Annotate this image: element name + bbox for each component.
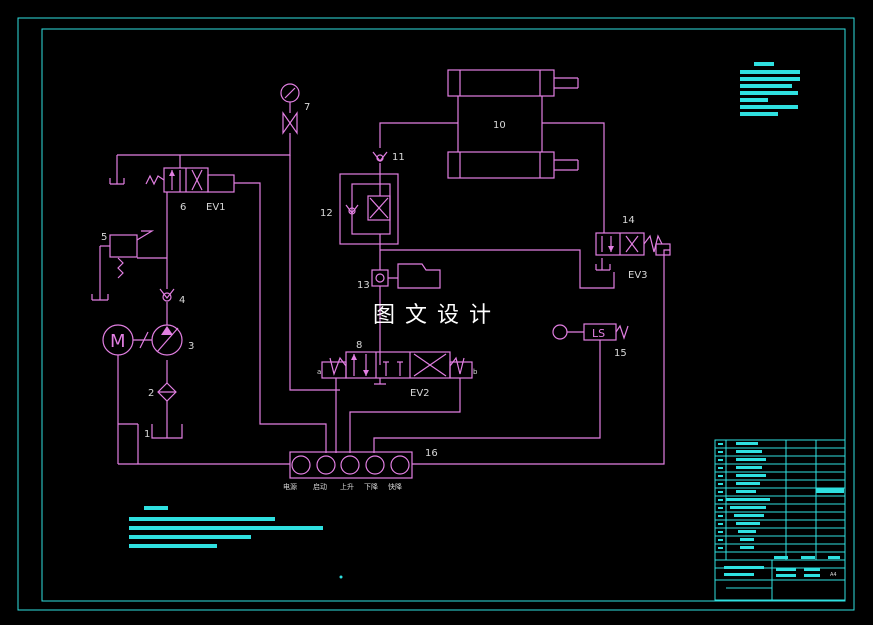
label-6: 6 <box>180 202 186 213</box>
label-ev2: EV2 <box>410 388 430 399</box>
label-7: 7 <box>304 102 310 113</box>
check-valve-12 <box>372 151 388 162</box>
center-mark <box>339 575 343 579</box>
limit-switch-label: LS <box>592 327 605 340</box>
limit-roller <box>552 324 568 340</box>
port-a: a <box>317 368 321 376</box>
button-label-raise: 上升 <box>340 482 354 491</box>
label-10: 13 <box>357 280 370 291</box>
sheet-size-label: A4 <box>830 572 837 578</box>
label-1: 1 <box>144 429 150 440</box>
watermark-text: 图文设计 <box>373 303 501 328</box>
controller-16 <box>289 451 413 479</box>
label-3: 3 <box>188 341 194 352</box>
wire-ev3 <box>412 249 670 465</box>
label-15: 15 <box>614 348 627 359</box>
valve-10 <box>371 269 389 287</box>
label-13: 10 <box>493 120 506 131</box>
button-label-fast-lower: 快降 <box>388 482 402 491</box>
button-label-start: 启动 <box>313 482 327 491</box>
line-cyl-left <box>379 122 458 148</box>
flow-control-11 <box>339 173 399 245</box>
shutoff-valve-7 <box>282 111 298 135</box>
inner-frame <box>41 28 846 602</box>
tank-ev2 <box>374 378 386 385</box>
solenoid-valve-14 <box>595 232 671 271</box>
wire-motor <box>118 423 290 465</box>
label-16: 16 <box>425 448 438 459</box>
line-pressure <box>289 155 340 391</box>
label-2: 2 <box>148 388 154 399</box>
wire-ls <box>373 340 601 453</box>
technical-notes-block <box>740 62 800 116</box>
line-cyl-right <box>542 122 605 233</box>
wire-ev1 <box>234 182 327 453</box>
button-label-lower: 下降 <box>364 482 378 491</box>
bottom-notes-block <box>129 506 323 548</box>
solenoid-valve-8 <box>321 351 473 379</box>
label-14: 14 <box>622 215 635 226</box>
title-block <box>714 439 846 601</box>
button-label-power: 电源 <box>283 482 297 491</box>
tank-return-ev1 <box>109 155 125 185</box>
label-ev1: EV1 <box>206 202 226 213</box>
label-ev3: EV3 <box>628 270 648 281</box>
label-12: 11 <box>392 152 405 163</box>
line-ev1-top <box>117 140 291 156</box>
label-4: 4 <box>179 295 185 306</box>
line-return-ev3 <box>380 249 615 289</box>
port-b: b <box>473 368 478 376</box>
label-5: 5 <box>101 232 107 243</box>
relief-valve-5 <box>109 234 138 258</box>
wire-ev2 <box>335 378 461 453</box>
solenoid-valve-6 <box>145 167 235 193</box>
label-11: 12 <box>320 208 333 219</box>
outer-frame <box>17 17 855 611</box>
motor-label: M <box>110 331 126 352</box>
check-valve-4 <box>159 288 175 299</box>
cylinder-13 <box>447 69 579 179</box>
label-8: 8 <box>356 340 362 351</box>
relief-drain <box>91 294 109 301</box>
